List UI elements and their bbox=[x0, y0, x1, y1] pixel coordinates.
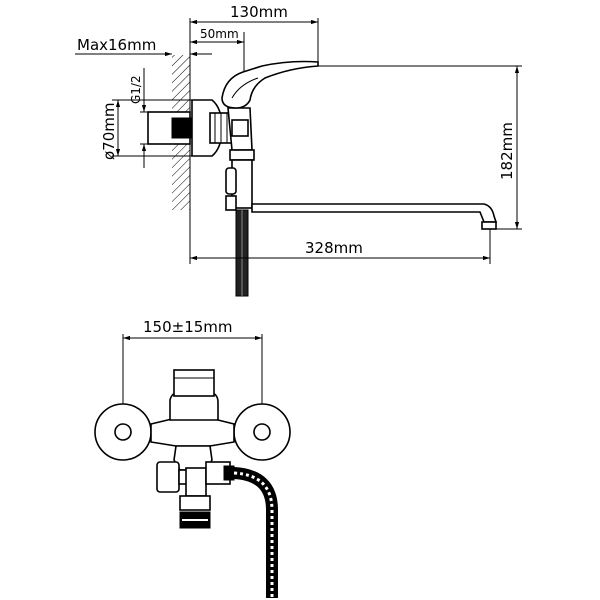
dim-130mm: 130mm bbox=[230, 3, 288, 21]
diverter-side-knob bbox=[156, 461, 180, 493]
cartridge-cap bbox=[173, 369, 215, 397]
thread-fill bbox=[171, 117, 193, 139]
diverter-knob-2 bbox=[225, 195, 237, 211]
side-view: 130mm 50mm Max16mm G1/2 ø70mm 182mm 328m… bbox=[75, 3, 522, 297]
dim-g12: G1/2 bbox=[129, 75, 143, 104]
dim-150mm: 150±15mm bbox=[143, 318, 233, 336]
spout bbox=[251, 203, 498, 223]
lever-handle bbox=[221, 60, 319, 109]
mixer-bridge bbox=[150, 417, 235, 447]
front-view: 150±15mm bbox=[94, 318, 291, 598]
dim-328mm: 328mm bbox=[305, 239, 363, 257]
diverter-column bbox=[185, 467, 207, 497]
dim-182mm: 182mm bbox=[498, 122, 516, 180]
dim-70mm: ø70mm bbox=[100, 103, 118, 161]
flange-right-inner bbox=[253, 423, 271, 441]
diverter-knob bbox=[225, 167, 237, 195]
flange-left-inner bbox=[114, 423, 132, 441]
diverter-nut bbox=[179, 495, 211, 511]
dim-max16mm: Max16mm bbox=[77, 36, 156, 54]
shower-hose-front bbox=[233, 467, 278, 598]
mixer-nut bbox=[231, 119, 249, 137]
mixer-base bbox=[229, 149, 255, 161]
aerator bbox=[481, 221, 497, 230]
dim-50mm: 50mm bbox=[200, 27, 239, 41]
